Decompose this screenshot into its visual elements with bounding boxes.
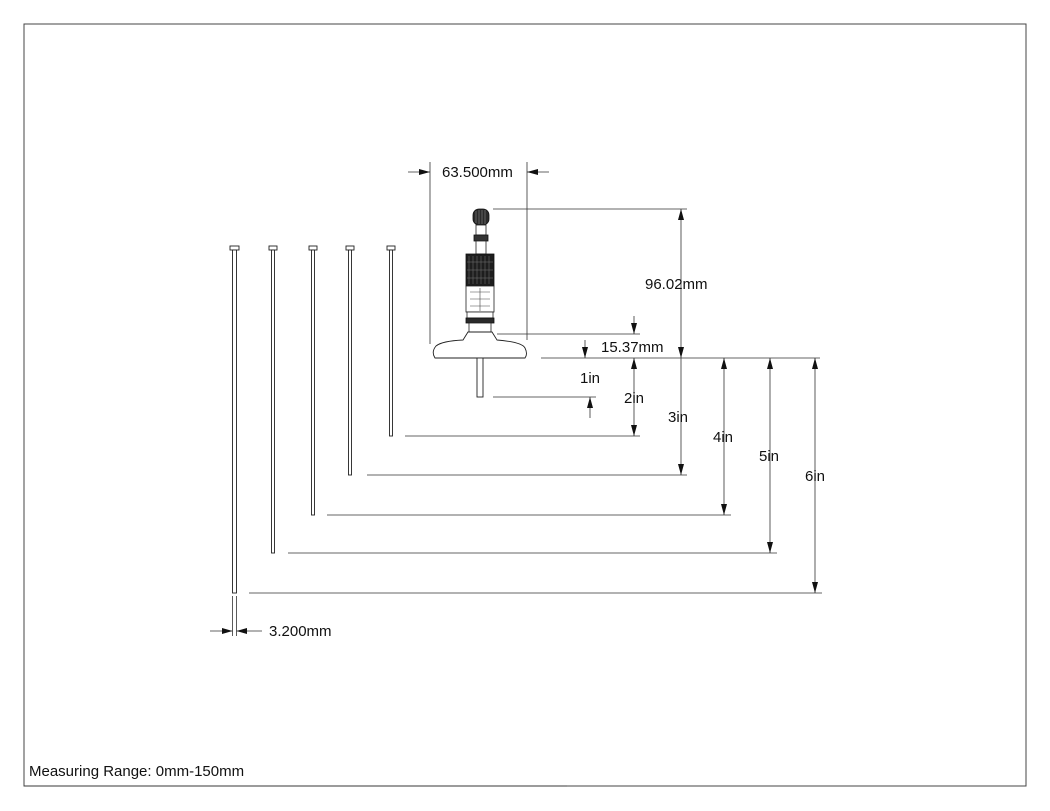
micrometer-head xyxy=(432,208,527,398)
rod-3in xyxy=(308,245,318,516)
rod-5in xyxy=(229,245,240,594)
rod-2in xyxy=(345,245,355,476)
dimension-4in xyxy=(327,358,731,516)
dimension-1in xyxy=(493,396,596,418)
dimension-3in xyxy=(367,358,687,476)
rod-diameter-dimension xyxy=(210,596,262,636)
dimension-5in xyxy=(288,358,777,554)
dimension-2in xyxy=(405,358,640,437)
sheet-frame xyxy=(23,23,1027,787)
label-2in: 2in xyxy=(624,390,644,407)
label-1in: 1in xyxy=(580,370,600,387)
label-6in: 6in xyxy=(805,468,825,485)
height-dimension xyxy=(493,208,687,358)
height-label: 96.02mm xyxy=(645,276,708,293)
base-label: 15.37mm xyxy=(601,339,664,356)
rod-diameter-label: 3.200mm xyxy=(269,623,332,640)
ratchet-knob xyxy=(472,208,490,226)
measuring-range-label: Measuring Range: 0mm-150mm xyxy=(29,763,244,780)
dimension-6in xyxy=(249,358,822,594)
label-4in: 4in xyxy=(713,429,733,446)
rod-1in xyxy=(386,245,396,437)
rod-4in xyxy=(268,245,278,554)
width-dimension xyxy=(408,162,549,344)
base-dimension xyxy=(497,316,640,358)
width-label: 63.500mm xyxy=(442,164,513,181)
spindle xyxy=(476,357,484,398)
label-5in: 5in xyxy=(759,448,779,465)
label-3in: 3in xyxy=(668,409,688,426)
extension-rods xyxy=(229,245,396,594)
base xyxy=(432,331,527,359)
